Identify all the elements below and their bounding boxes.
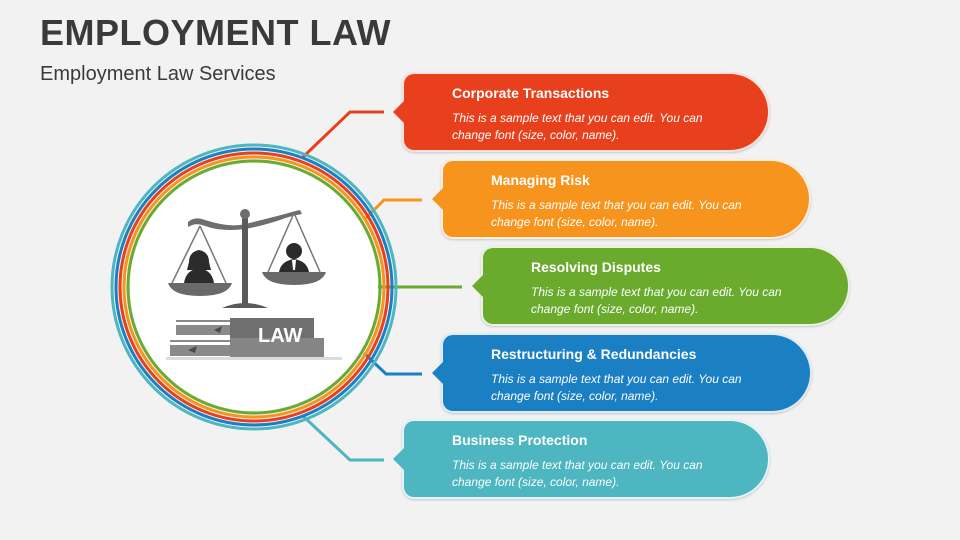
callout-title: Managing Risk — [491, 172, 590, 188]
center-circle — [130, 163, 378, 411]
ring-green — [126, 159, 382, 415]
callout-title: Restructuring & Redundancies — [491, 346, 697, 362]
callout-text: This is a sample text that you can edit.… — [531, 285, 782, 316]
page-title: EMPLOYMENT LAW — [40, 12, 391, 53]
callout-title: Resolving Disputes — [531, 259, 661, 275]
callout-pointer — [393, 101, 404, 123]
ring-orange — [122, 155, 386, 419]
callout-pointer — [472, 275, 483, 297]
connector-5 — [301, 414, 384, 462]
callout-title: Corporate Transactions — [452, 85, 610, 101]
connector-1 — [301, 110, 384, 159]
woman-figure-icon — [184, 250, 214, 283]
callout-pointer — [393, 448, 404, 470]
callout-text: This is a sample text that you can edit.… — [452, 458, 703, 489]
callout-pointer — [432, 362, 443, 384]
ring-blue — [114, 147, 394, 427]
scales-of-justice-icon — [168, 209, 326, 308]
man-figure-icon — [279, 243, 309, 272]
callout-managing-risk[interactable]: Managing Risk This is a sample text that… — [432, 159, 811, 239]
callout-text: This is a sample text that you can edit.… — [491, 372, 742, 403]
callout-resolving-disputes[interactable]: Resolving Disputes This is a sample text… — [472, 246, 850, 326]
callout-pointer — [432, 188, 443, 210]
ring-red — [118, 151, 390, 423]
law-books-icon: LAW — [166, 318, 342, 360]
callout-text: This is a sample text that you can edit.… — [452, 111, 703, 142]
ring-teal — [110, 143, 398, 431]
callout-text: This is a sample text that you can edit.… — [491, 198, 742, 229]
callout-corporate-transactions[interactable]: Corporate Transactions This is a sample … — [393, 72, 770, 152]
law-label: LAW — [258, 325, 303, 347]
callout-title: Business Protection — [452, 432, 588, 448]
callout-restructuring-redundancies[interactable]: Restructuring & Redundancies This is a s… — [432, 333, 812, 413]
callout-business-protection[interactable]: Business Protection This is a sample tex… — [393, 419, 770, 499]
page-subtitle: Employment Law Services — [40, 63, 276, 85]
